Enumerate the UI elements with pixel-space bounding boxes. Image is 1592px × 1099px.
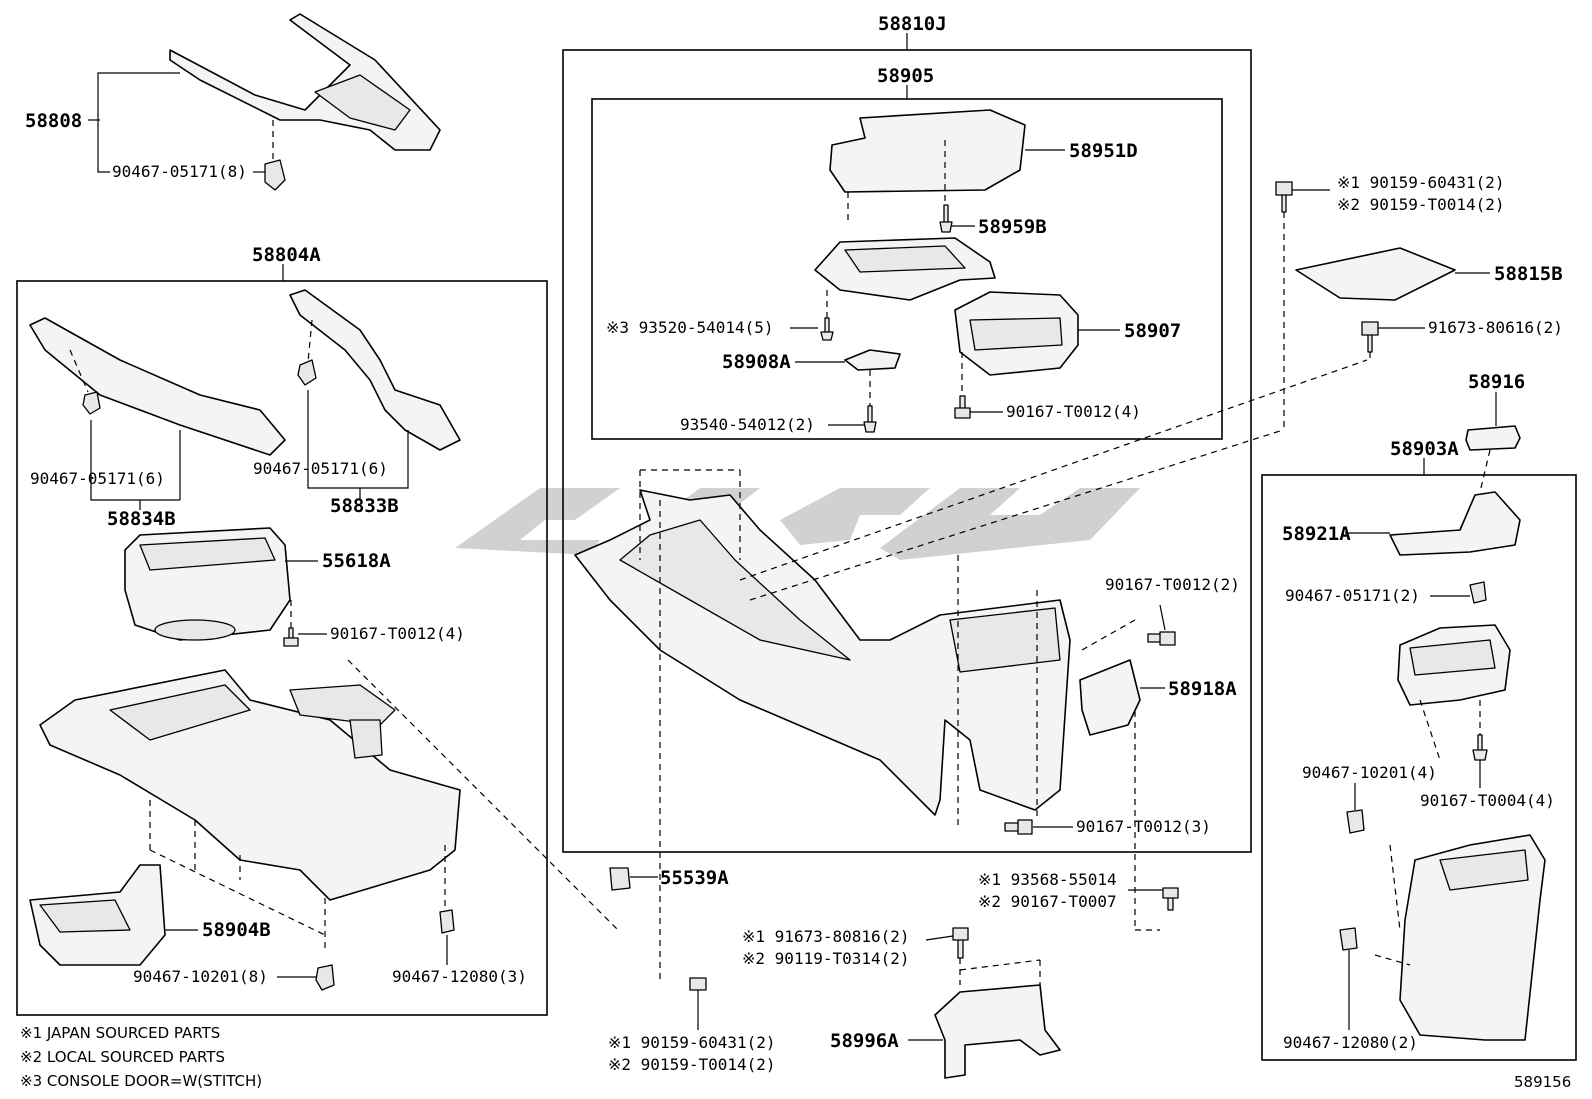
label-58904B: 58904B [202,919,271,941]
label-90167-T0012-2: 90167-T0012(2) [1105,575,1240,594]
label-58951D: 58951D [1069,140,1138,162]
bolt-icon [1162,887,1179,911]
part-lower-side-cover [1399,834,1546,1041]
label-91673-80616-2: 91673-80616(2) [1428,318,1563,337]
assembly-label-58903A: 58903A [1390,438,1459,460]
label-58833B: 58833B [330,495,399,517]
clip-icon [439,909,455,934]
label-55539A: 55539A [660,867,729,889]
label-58921A: 58921A [1282,523,1351,545]
label-58907: 58907 [1124,320,1181,342]
screw-icon [1472,734,1488,761]
label-55618A: 55618A [322,550,391,572]
clip-icon [1346,809,1365,834]
label-90159-60431-2-bottom: ※1 90159-60431(2) [608,1033,776,1052]
bolt-icon [283,627,299,647]
label-58916: 58916 [1468,371,1525,393]
part-armrest-base-plate [814,237,996,301]
clip-icon [1339,927,1358,951]
label-90167-T0004-4: 90167-T0004(4) [1420,791,1555,810]
part-58996A-bracket [934,984,1061,1079]
label-58918A: 58918A [1168,678,1237,700]
clip-icon [82,391,101,415]
part-58918A-bracket [1079,659,1141,736]
clip-icon [297,359,317,386]
label-58908A: 58908A [722,351,791,373]
label-90467-05171-8: 90467-05171(8) [112,162,247,181]
part-58833B-right-trim [289,289,461,451]
figure-number: 589156 [1514,1073,1571,1091]
label-90467-12080-2: 90467-12080(2) [1283,1033,1418,1052]
label-58815B: 58815B [1494,263,1563,285]
bolt-icon [1004,819,1033,835]
label-93540-54012-2: 93540-54012(2) [680,415,815,434]
label-90167-T0012-4-cupholder: 90167-T0012(4) [330,624,465,643]
part-main-console-body [574,489,1071,816]
label-90159-T0014-2-bottom: ※2 90159-T0014(2) [608,1055,776,1074]
label-90467-05171-2: 90467-05171(2) [1285,586,1420,605]
label-58959B: 58959B [978,216,1047,238]
label-90467-10201-4: 90467-10201(4) [1302,763,1437,782]
assembly-label-58905: 58905 [877,65,934,87]
part-58904B-tray [29,864,166,966]
part-58908A-bracket [844,349,901,371]
label-90467-12080-3: 90467-12080(3) [392,967,527,986]
part-58951D-armrest-pad [829,109,1026,193]
label-90159-60431-2-top: ※1 90159-60431(2) [1337,173,1505,192]
label-90167-T0007: ※2 90167-T0007 [978,892,1117,911]
bolt-icon [689,977,707,991]
label-58996A: 58996A [830,1030,899,1052]
note-japan-sourced: ※1 JAPAN SOURCED PARTS [20,1024,220,1042]
label-58834B: 58834B [107,508,176,530]
bolt-icon [1275,181,1293,213]
screw-icon [863,405,877,433]
label-90167-T0012-3: 90167-T0012(3) [1076,817,1211,836]
clip-icon [315,964,335,991]
part-58834B-left-trim [29,317,286,456]
label-90467-05171-6-right: 90467-05171(6) [253,459,388,478]
clip-icon [264,159,286,191]
label-91673-80816-2: ※1 91673-80816(2) [742,927,910,946]
bolt-icon [952,927,969,959]
part-lower-console-body [39,669,461,901]
bolt-icon [954,395,971,419]
note-local-sourced: ※2 LOCAL SOURCED PARTS [20,1048,225,1066]
assembly-box-58804A [16,280,548,1016]
clip-icon [1469,581,1487,604]
assembly-box-58903A [1261,474,1577,1061]
part-58903A-pocket [1397,624,1511,706]
part-58808-upper-bezel [169,13,441,151]
part-58815B-mat [1295,247,1456,301]
screw-icon [820,317,834,341]
assembly-label-58810J: 58810J [878,13,947,35]
label-90119-T0314-2: ※2 90119-T0314(2) [742,949,910,968]
part-58916-pad [1465,425,1521,451]
part-55618A-cup-holder [124,527,291,641]
label-90159-T0014-2-top: ※2 90159-T0014(2) [1337,195,1505,214]
clip-icon [609,867,631,891]
part-58921A-trim [1389,491,1521,556]
screw-icon [939,204,953,233]
bolt-icon [1361,321,1379,353]
label-90167-T0012-4-box: 90167-T0012(4) [1006,402,1141,421]
label-58808: 58808 [25,110,82,132]
assembly-label-58804A: 58804A [252,244,321,266]
label-93568-55014: ※1 93568-55014 [978,870,1117,889]
note-console-door: ※3 CONSOLE DOOR=W(STITCH) [20,1072,262,1090]
part-58907-latch-frame [954,291,1079,376]
label-90467-05171-6-left: 90467-05171(6) [30,469,165,488]
bolt-icon [1147,631,1176,646]
label-93520-54014-5: ※3 93520-54014(5) [606,318,774,337]
label-90467-10201-8: 90467-10201(8) [133,967,268,986]
